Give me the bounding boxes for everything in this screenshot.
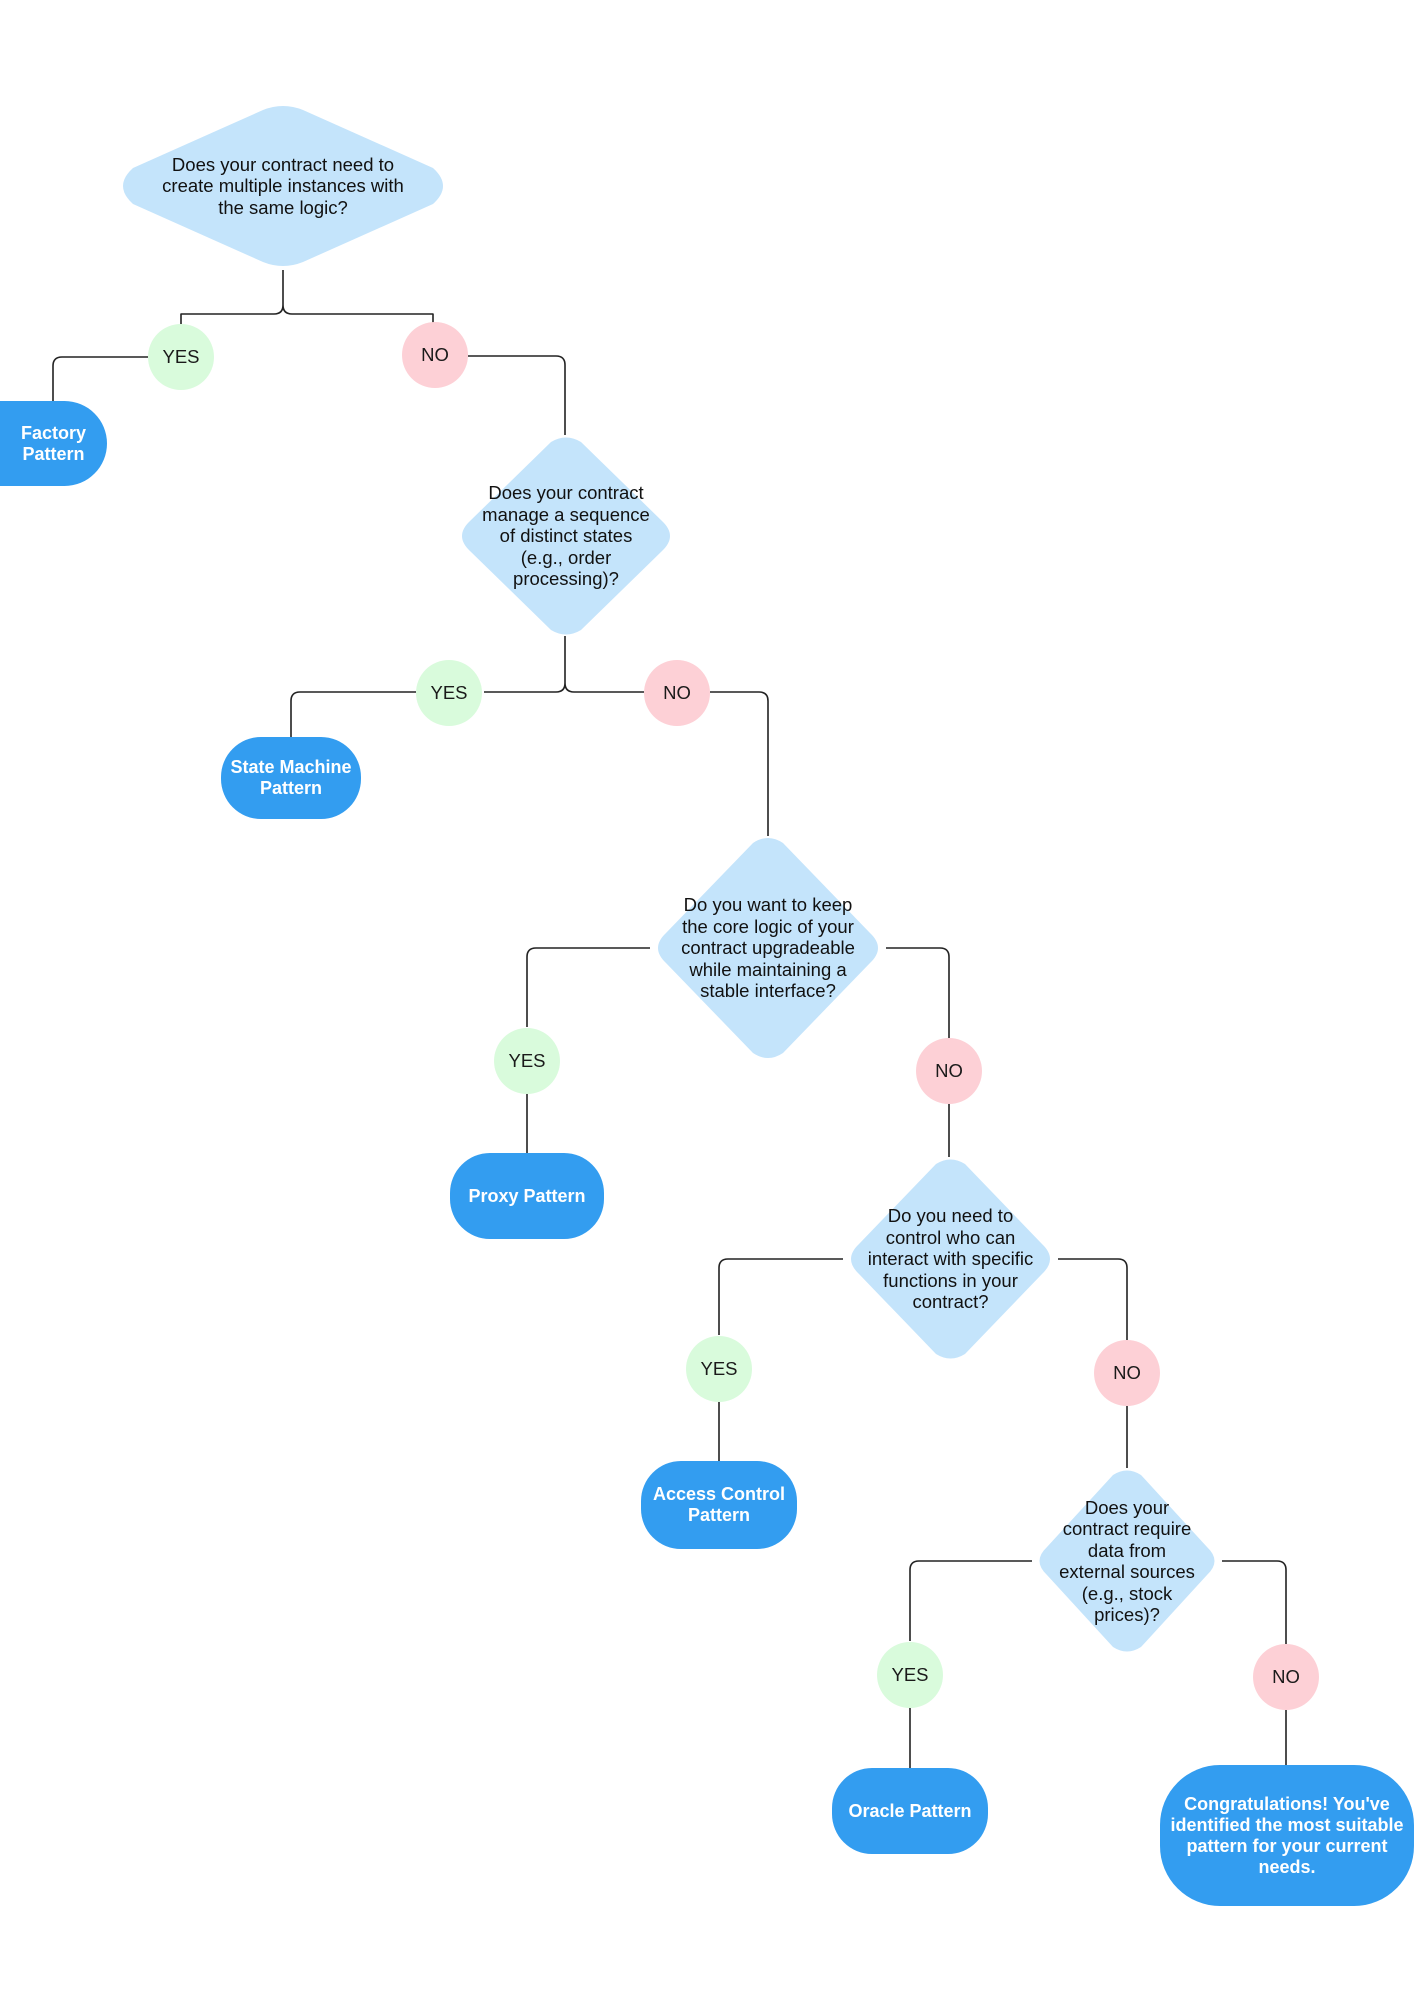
connector-q1-no	[468, 355, 566, 435]
connector-q1-branch	[180, 270, 434, 352]
decision-external-data: Does your contract require data from ext…	[1032, 1466, 1222, 1656]
connector-q2-yes	[290, 691, 416, 737]
no-badge-q3: NO	[916, 1038, 982, 1104]
no-badge-q2: NO	[644, 660, 710, 726]
decision-diamond-shape	[123, 106, 443, 266]
decision-text: Do you want to keep the core logic of yo…	[681, 894, 855, 1002]
connector-q5-yes	[909, 1560, 1032, 1768]
yes-badge-q3: YES	[494, 1028, 560, 1094]
outcome-access-control-pattern: Access Control Pattern	[641, 1461, 797, 1549]
decision-diamond-shape	[851, 1159, 1050, 1359]
decision-create-multiple-instances: Does your contract need to create multip…	[113, 102, 453, 270]
no-badge-q5: NO	[1253, 1644, 1319, 1710]
connector-q5-no	[1222, 1560, 1287, 1765]
connector-q4-no	[1058, 1258, 1128, 1468]
decision-upgradeable-logic: Do you want to keep the core logic of yo…	[650, 833, 886, 1063]
decision-diamond-shape	[1039, 1470, 1215, 1652]
decision-text: Does your contract manage a sequence of …	[482, 482, 650, 590]
decision-access-control: Do you need to control who can interact …	[843, 1155, 1058, 1363]
yes-badge-q2: YES	[416, 660, 482, 726]
no-badge-q1: NO	[402, 322, 468, 388]
decision-sequence-of-states: Does your contract manage a sequence of …	[454, 433, 678, 639]
connector-q1-yes	[52, 356, 148, 402]
connector-q2-branch	[484, 636, 644, 693]
outcome-factory-pattern: Factory Pattern	[0, 401, 107, 486]
outcome-proxy-pattern: Proxy Pattern	[450, 1153, 604, 1239]
yes-badge-q4: YES	[686, 1336, 752, 1402]
connector-q4-yes	[718, 1258, 843, 1461]
decision-diamond-shape	[658, 838, 878, 1058]
decision-text: Do you need to control who can interact …	[867, 1205, 1034, 1313]
outcome-state-machine-pattern: State Machine Pattern	[221, 737, 361, 819]
outcome-oracle-pattern: Oracle Pattern	[832, 1768, 988, 1854]
connector-q3-yes	[526, 947, 650, 1153]
decision-text: Does your contract require data from ext…	[1059, 1496, 1195, 1626]
connector-q2-no	[710, 691, 769, 836]
yes-badge-q1: YES	[148, 324, 214, 390]
connector-q3-no	[886, 947, 950, 1157]
decision-text: Does your contract need to create multip…	[162, 153, 404, 218]
yes-badge-q5: YES	[877, 1642, 943, 1708]
no-badge-q4: NO	[1094, 1340, 1160, 1406]
decision-diamond-shape	[462, 437, 670, 635]
outcome-congratulations: Congratulations! You've identified the m…	[1160, 1765, 1414, 1906]
